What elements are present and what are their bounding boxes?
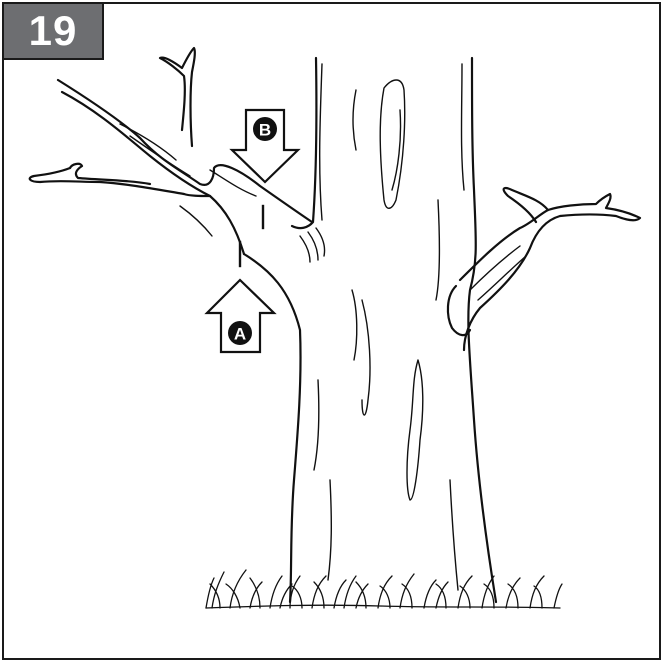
- marker-a-label: A: [234, 325, 246, 344]
- arrow-a: A: [207, 280, 274, 352]
- bark-texture: [300, 64, 464, 590]
- arrow-b: B: [232, 110, 298, 182]
- step-number-badge: 19: [4, 4, 104, 60]
- right-limb: [448, 188, 640, 350]
- grass: [206, 570, 562, 608]
- step-number: 19: [29, 10, 78, 52]
- marker-b-label: B: [259, 121, 271, 140]
